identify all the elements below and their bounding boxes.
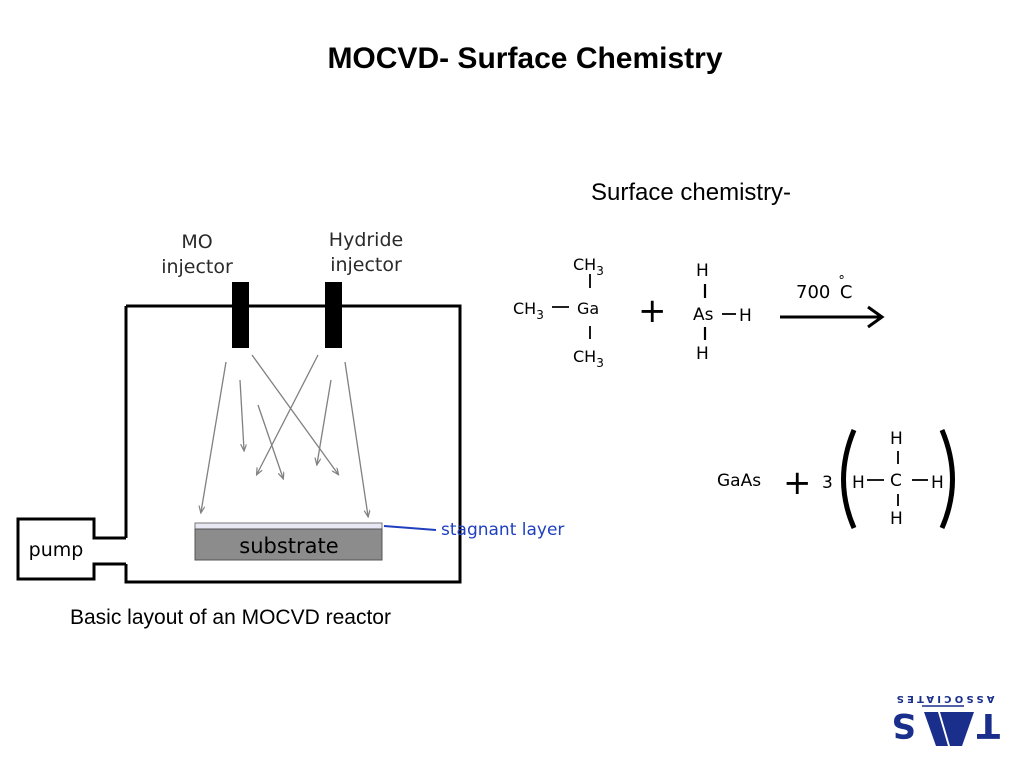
substrate-label: substrate [239,534,338,558]
reaction-temperature: 700°C [796,274,852,303]
methane-molecule: H H C H H [841,429,955,530]
reactor-chamber [124,304,462,584]
slide-title: MOCVD- Surface Chemistry [327,42,723,75]
methane-right-h: H [931,473,944,493]
methane-coefficient: 3 [822,473,833,493]
stagnant-layer [194,522,383,530]
logo-triangles-icon [924,712,974,746]
plus-sign-reactants: + [638,291,667,331]
hydride-injector-label-line1: Hydride [329,229,403,251]
logo-associates-text: ASSOCIATES [893,693,994,704]
arsine-arsenic: As [693,305,714,325]
right-parenthesis [939,429,955,530]
surface-chemistry-heading: Surface chemistry- [591,179,792,206]
trimethylgallium-molecule: CH3 CH3 Ga CH3 [513,255,604,370]
logo-letter-s: S [892,705,917,745]
tmg-top-group: CH3 [573,255,604,278]
hydride-injector-label-line2: injector [330,254,402,276]
arsine-molecule: H As H H [693,261,752,364]
mocvd-reactor-diagram: MO injector Hydride injector pump substr… [16,229,564,584]
methane-bottom-h: H [890,509,903,529]
tmg-bottom-group: CH3 [573,347,604,370]
methane-top-h: H [890,429,903,449]
pump-housing [16,517,126,581]
reaction-diagram: CH3 CH3 Ga CH3 + H As H H 700°C GaAs + 3… [513,255,955,530]
stagnant-layer-label: stagnant layer [441,520,564,540]
reactor-caption: Basic layout of an MOCVD reactor [70,606,391,629]
arsine-bottom-h: H [696,344,709,364]
tmg-gallium: Ga [577,299,599,318]
arsine-right-h: H [739,306,752,326]
arsine-top-h: H [696,261,709,281]
methane-left-h: H [852,473,865,493]
stagnant-layer-pointer [383,525,437,531]
reaction-arrow [780,305,885,329]
mo-injector-label-line1: MO [181,231,212,253]
plus-sign-products: + [783,463,812,503]
pump-label: pump [29,539,84,561]
gas-flow-arrows [201,354,368,516]
mo-injector [232,282,249,348]
methane-carbon: C [890,471,902,491]
mo-injector-label-line2: injector [161,256,233,278]
product-gaas: GaAs [717,471,761,491]
hydride-injector [325,282,342,348]
logo-letter-t: T [976,705,1000,745]
tmg-left-group: CH3 [513,299,544,322]
substrate [194,528,383,561]
associates-logo: ASSOCIATES T S [892,693,1000,746]
left-parenthesis [841,429,857,530]
